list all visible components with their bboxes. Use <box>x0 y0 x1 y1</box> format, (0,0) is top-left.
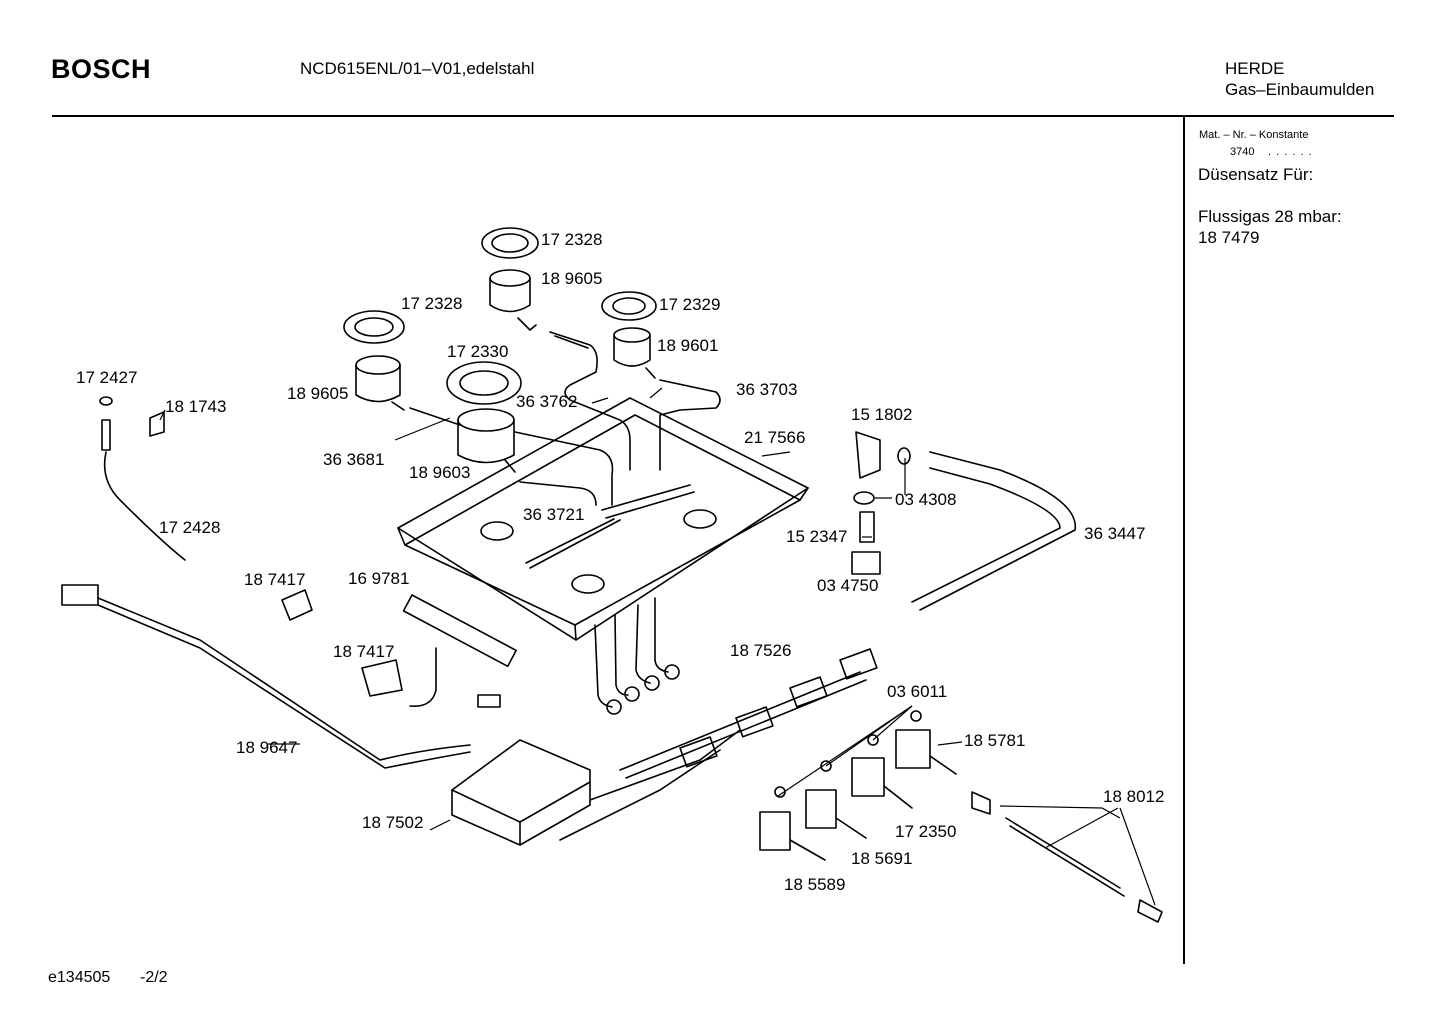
gas-connector-icon <box>851 431 911 575</box>
wiring-harness-icon <box>61 584 517 769</box>
part-label: 17 2328 <box>541 230 602 249</box>
part-label: 18 1743 <box>165 397 226 416</box>
burner-ring-icon <box>481 227 539 259</box>
part-label: 18 5589 <box>784 875 845 894</box>
part-label: 36 3721 <box>523 505 584 524</box>
nozzle-pipe-icon <box>594 597 680 715</box>
model-number: NCD615ENL/01–V01,edelstahl <box>300 59 535 78</box>
burner-ring-icon <box>601 291 657 321</box>
part-label: 17 2330 <box>447 342 508 361</box>
brand-logo: BOSCH <box>51 54 152 84</box>
burner-ring-icon <box>446 361 522 405</box>
part-label: 18 7417 <box>333 642 394 661</box>
part-label: 03 4750 <box>817 576 878 595</box>
burner-body-icon <box>457 408 516 473</box>
header-divider <box>52 115 1394 117</box>
part-label: 17 2329 <box>659 295 720 314</box>
part-label: 17 2427 <box>76 368 137 387</box>
gas-type-label: Flussigas 28 mbar: <box>1198 207 1342 226</box>
part-label: 15 1802 <box>851 405 912 424</box>
burner-ring-icon <box>343 310 405 344</box>
part-label: 36 3703 <box>736 380 797 399</box>
burner-body-icon <box>613 327 656 379</box>
part-label: 17 2350 <box>895 822 956 841</box>
gas-valve-icon <box>895 729 957 775</box>
thermocouple-icon <box>971 791 1163 923</box>
part-label: 03 4308 <box>895 490 956 509</box>
gas-valve-icon <box>851 757 913 809</box>
gas-valve-icon <box>759 811 826 861</box>
gas-valve-icon <box>805 789 867 839</box>
gas-part-number: 18 7479 <box>1198 228 1260 247</box>
nozzle-set-title: Düsensatz Für: <box>1198 165 1314 184</box>
part-label: 18 9603 <box>409 463 470 482</box>
part-label: 18 9601 <box>657 336 718 355</box>
mat-nr-label: Mat. – Nr. – Konstante <box>1199 129 1309 141</box>
burner-body-icon <box>489 269 537 331</box>
part-label: 36 3447 <box>1084 524 1145 543</box>
document-id: e134505 <box>48 969 111 986</box>
mat-nr-value: 3740 <box>1230 146 1255 158</box>
clip-icon <box>361 659 403 697</box>
part-label: 36 3681 <box>323 450 384 469</box>
page-number: -2/2 <box>140 969 168 986</box>
part-label: 15 2347 <box>786 527 847 546</box>
part-labels: 17 2328 18 9605 17 2328 17 2329 18 9601 … <box>76 230 1164 894</box>
sidebar-divider <box>1183 116 1185 964</box>
part-label: 18 8012 <box>1103 787 1164 806</box>
mat-nr-dots: . . . . . . <box>1268 146 1313 158</box>
clip-icon <box>281 589 313 621</box>
part-label: 18 7526 <box>730 641 791 660</box>
part-label: 18 9605 <box>541 269 602 288</box>
part-label: 18 9647 <box>236 738 297 757</box>
part-label: 16 9781 <box>348 569 409 588</box>
part-label: 18 9605 <box>287 384 348 403</box>
part-label: 03 6011 <box>887 682 947 701</box>
part-label: 18 5691 <box>851 849 912 868</box>
category-title: HERDE <box>1225 59 1285 78</box>
burner-body-icon <box>355 355 405 411</box>
ignition-module-icon <box>451 729 741 846</box>
part-label: 18 7417 <box>244 570 305 589</box>
cooktop-tray <box>397 397 809 641</box>
category-subtitle: Gas–Einbaumulden <box>1225 80 1375 99</box>
ignition-electrode-icon <box>99 396 186 561</box>
part-label: 18 5781 <box>964 731 1025 750</box>
part-label: 17 2328 <box>401 294 462 313</box>
part-label: 36 3762 <box>516 392 577 411</box>
gas-hose-icon <box>911 451 1077 611</box>
part-label: 21 7566 <box>744 428 805 447</box>
gas-pipe-icon <box>409 331 721 519</box>
part-label: 17 2428 <box>159 518 220 537</box>
part-label: 18 7502 <box>362 813 423 832</box>
valve-rail-icon <box>619 648 878 779</box>
